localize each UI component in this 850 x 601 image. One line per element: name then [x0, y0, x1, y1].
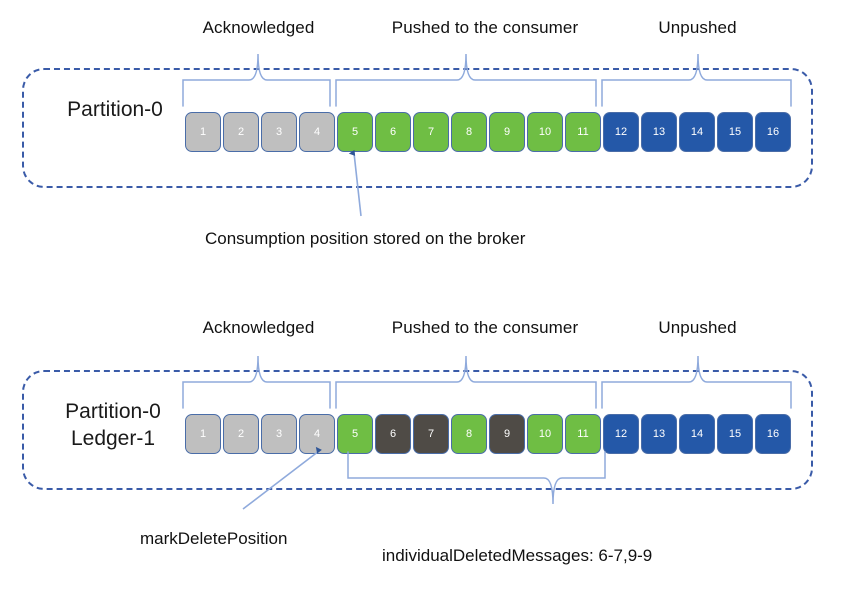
- bottom-callout-mark-delete-position: markDeletePosition: [140, 529, 288, 548]
- top-message-id: 13: [652, 125, 666, 138]
- top-message-box[interactable]: 10: [527, 112, 563, 152]
- bottom-message-box[interactable]: 4: [299, 414, 335, 454]
- top-message-id: 8: [465, 125, 473, 138]
- bottom-message-box[interactable]: 2: [223, 414, 259, 454]
- top-message-id: 12: [614, 125, 628, 138]
- bottom-panel-title-line1: Partition-0: [65, 400, 161, 423]
- bottom-message-box[interactable]: 7: [413, 414, 449, 454]
- bottom-message-id: 9: [503, 427, 511, 440]
- top-segment-label-acknowledged: Acknowledged: [202, 18, 315, 37]
- bottom-message-id: 5: [351, 427, 359, 440]
- bottom-panel-title-line2: Ledger-1: [70, 427, 156, 450]
- top-message-id: 3: [275, 125, 283, 138]
- bottom-message-id: 14: [690, 427, 704, 440]
- bottom-message-box[interactable]: 13: [641, 414, 677, 454]
- top-segment-label-unpushed: Unpushed: [658, 18, 737, 37]
- top-panel-title: Partition-0: [67, 98, 163, 121]
- top-message-box[interactable]: 7: [413, 112, 449, 152]
- bottom-message-box[interactable]: 1: [185, 414, 221, 454]
- bottom-segment-label-acknowledged: Acknowledged: [202, 318, 315, 337]
- bottom-callout-individual-deleted-messages: individualDeletedMessages: 6-7,9-9: [382, 546, 653, 565]
- top-message-id: 7: [427, 125, 435, 138]
- bottom-message-id: 6: [389, 427, 397, 440]
- bottom-message-id: 11: [577, 427, 589, 440]
- bottom-message-box[interactable]: 3: [261, 414, 297, 454]
- bottom-message-box[interactable]: 6: [375, 414, 411, 454]
- bottom-message-id: 2: [237, 427, 245, 440]
- bottom-message-box[interactable]: 16: [755, 414, 791, 454]
- top-message-id: 6: [389, 125, 397, 138]
- top-message-box[interactable]: 3: [261, 112, 297, 152]
- bottom-message-id: 7: [427, 427, 435, 440]
- top-message-box[interactable]: 1: [185, 112, 221, 152]
- top-message-id: 15: [728, 125, 742, 138]
- bottom-message-id: 12: [614, 427, 628, 440]
- bottom-message-box[interactable]: 9: [489, 414, 525, 454]
- top-message-id: 11: [577, 125, 589, 138]
- top-message-box[interactable]: 9: [489, 112, 525, 152]
- bottom-message-box[interactable]: 5: [337, 414, 373, 454]
- top-message-id: 4: [313, 125, 321, 138]
- bottom-message-box[interactable]: 14: [679, 414, 715, 454]
- bottom-segment-label-pushed: Pushed to the consumer: [391, 318, 579, 337]
- top-message-id: 14: [690, 125, 704, 138]
- bottom-message-box[interactable]: 12: [603, 414, 639, 454]
- top-callout-consumption-position: Consumption position stored on the broke…: [205, 229, 526, 248]
- bottom-message-id: 13: [652, 427, 666, 440]
- top-message-box[interactable]: 2: [223, 112, 259, 152]
- bottom-message-id: 4: [313, 427, 321, 440]
- top-message-box[interactable]: 5: [337, 112, 373, 152]
- bottom-message-box[interactable]: 11: [565, 414, 601, 454]
- bottom-segment-label-unpushed: Unpushed: [658, 318, 737, 337]
- top-message-box[interactable]: 13: [641, 112, 677, 152]
- top-message-box[interactable]: 12: [603, 112, 639, 152]
- top-message-id: 2: [237, 125, 245, 138]
- bottom-message-id: 3: [275, 427, 283, 440]
- bottom-message-box[interactable]: 10: [527, 414, 563, 454]
- bottom-message-id: 10: [538, 427, 552, 440]
- top-message-box[interactable]: 8: [451, 112, 487, 152]
- top-message-box[interactable]: 4: [299, 112, 335, 152]
- top-message-box[interactable]: 11: [565, 112, 601, 152]
- bottom-message-id: 15: [728, 427, 742, 440]
- bottom-message-box[interactable]: 8: [451, 414, 487, 454]
- top-segment-label-pushed: Pushed to the consumer: [391, 18, 579, 37]
- top-message-box[interactable]: 14: [679, 112, 715, 152]
- top-message-box[interactable]: 15: [717, 112, 753, 152]
- top-message-id: 1: [199, 125, 207, 138]
- bottom-message-id: 16: [766, 427, 780, 440]
- bottom-message-box[interactable]: 15: [717, 414, 753, 454]
- bottom-message-id: 1: [199, 427, 207, 440]
- bottom-message-id: 8: [465, 427, 473, 440]
- top-message-id: 9: [503, 125, 511, 138]
- top-message-box[interactable]: 6: [375, 112, 411, 152]
- top-message-id: 16: [766, 125, 780, 138]
- top-message-id: 5: [351, 125, 359, 138]
- top-message-box[interactable]: 16: [755, 112, 791, 152]
- top-message-id: 10: [538, 125, 552, 138]
